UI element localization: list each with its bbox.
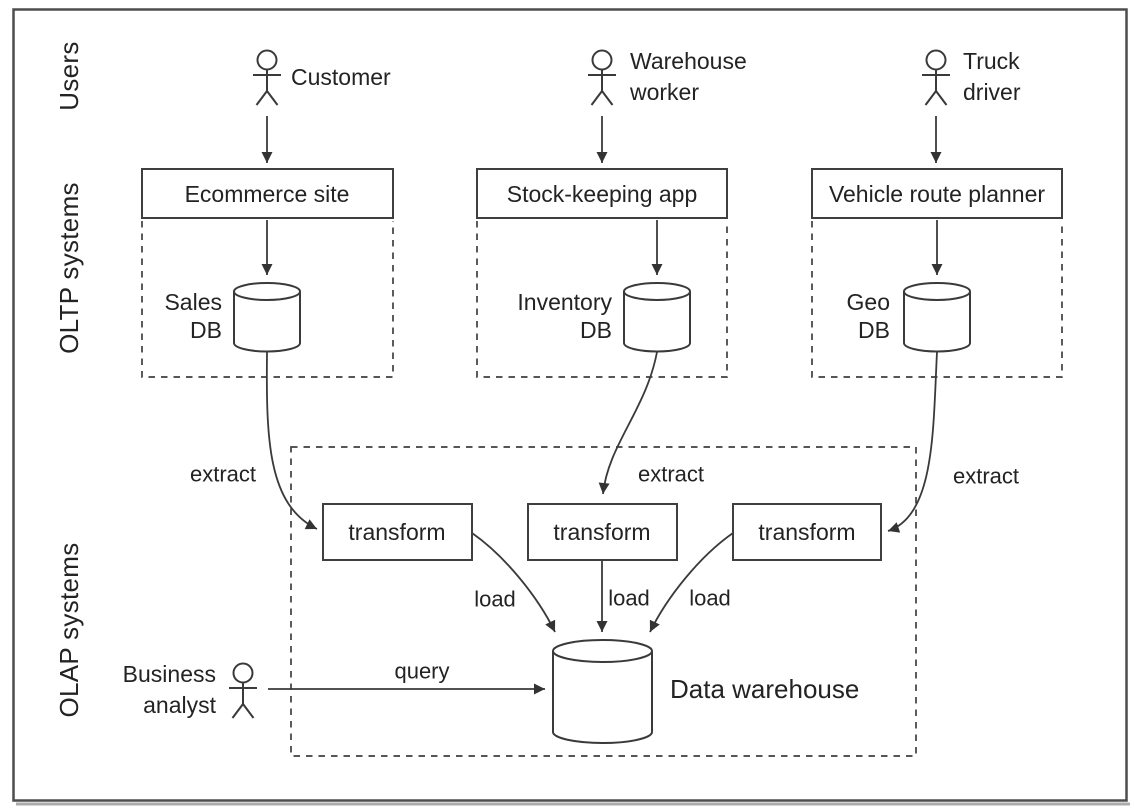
ecommerce-site-box	[141, 168, 394, 219]
transform-label-1: transform	[348, 519, 445, 545]
business-analyst-label-line2: analyst	[143, 692, 216, 718]
transform-box-1	[322, 503, 473, 561]
geo-db-database-icon	[903, 282, 971, 353]
load-label-3: load	[689, 586, 731, 611]
lane-label-users: Users	[54, 41, 84, 110]
transform-box-2	[527, 503, 678, 561]
load-label-1: load	[474, 587, 516, 612]
oltp-dashed-box-inventory	[476, 221, 728, 378]
sales-db-database-icon	[233, 282, 301, 353]
extract-label-1: extract	[190, 462, 256, 487]
lane-label-olap: OLAP systems	[54, 542, 84, 717]
sales-db-label-line2: DB	[190, 317, 222, 343]
lane-label-oltp: OLTP systems	[54, 182, 84, 354]
vehicle-route-planner-box	[811, 168, 1063, 219]
vehicle-route-planner-label: Vehicle route planner	[829, 181, 1045, 207]
transform-label-2: transform	[553, 519, 650, 545]
inventory-db-label-line1: Inventory	[517, 289, 612, 315]
business-analyst-label-line1: Business	[123, 661, 216, 687]
data-warehouse-database-icon	[552, 639, 653, 744]
geo-db-label-line1: Geo	[847, 289, 890, 315]
truck-driver-label-line1: Truck	[963, 48, 1020, 74]
transform-box-3	[732, 503, 882, 561]
transform-label-3: transform	[758, 519, 855, 545]
data-warehouse-label: Data warehouse	[670, 674, 859, 704]
load-label-2: load	[608, 586, 650, 611]
extract-label-2: extract	[638, 462, 704, 487]
geo-db-label-line2: DB	[858, 317, 890, 343]
warehouse-worker-label-line2: worker	[629, 79, 699, 105]
load-arrow-1	[471, 532, 556, 633]
stock-keeping-app-label: Stock-keeping app	[507, 181, 698, 207]
extract-label-3: extract	[953, 464, 1019, 489]
oltp-dashed-box-geo	[811, 221, 1063, 378]
extract-arrow-2	[598, 351, 658, 495]
extract-arrow-3	[887, 351, 938, 533]
customer-label: Customer	[291, 64, 391, 90]
inventory-db-label-line2: DB	[580, 317, 612, 343]
inventory-db-database-icon	[623, 282, 691, 353]
stock-keeping-app-box	[476, 168, 728, 219]
query-label: query	[394, 659, 449, 684]
olap-dashed-box	[290, 446, 917, 757]
ecommerce-site-label: Ecommerce site	[185, 181, 350, 207]
load-arrow-3	[649, 532, 734, 633]
extract-arrow-1	[265, 351, 318, 530]
truck-driver-label-line2: driver	[963, 79, 1021, 105]
sales-db-label-line1: Sales	[164, 289, 222, 315]
warehouse-worker-label-line1: Warehouse	[630, 48, 747, 74]
